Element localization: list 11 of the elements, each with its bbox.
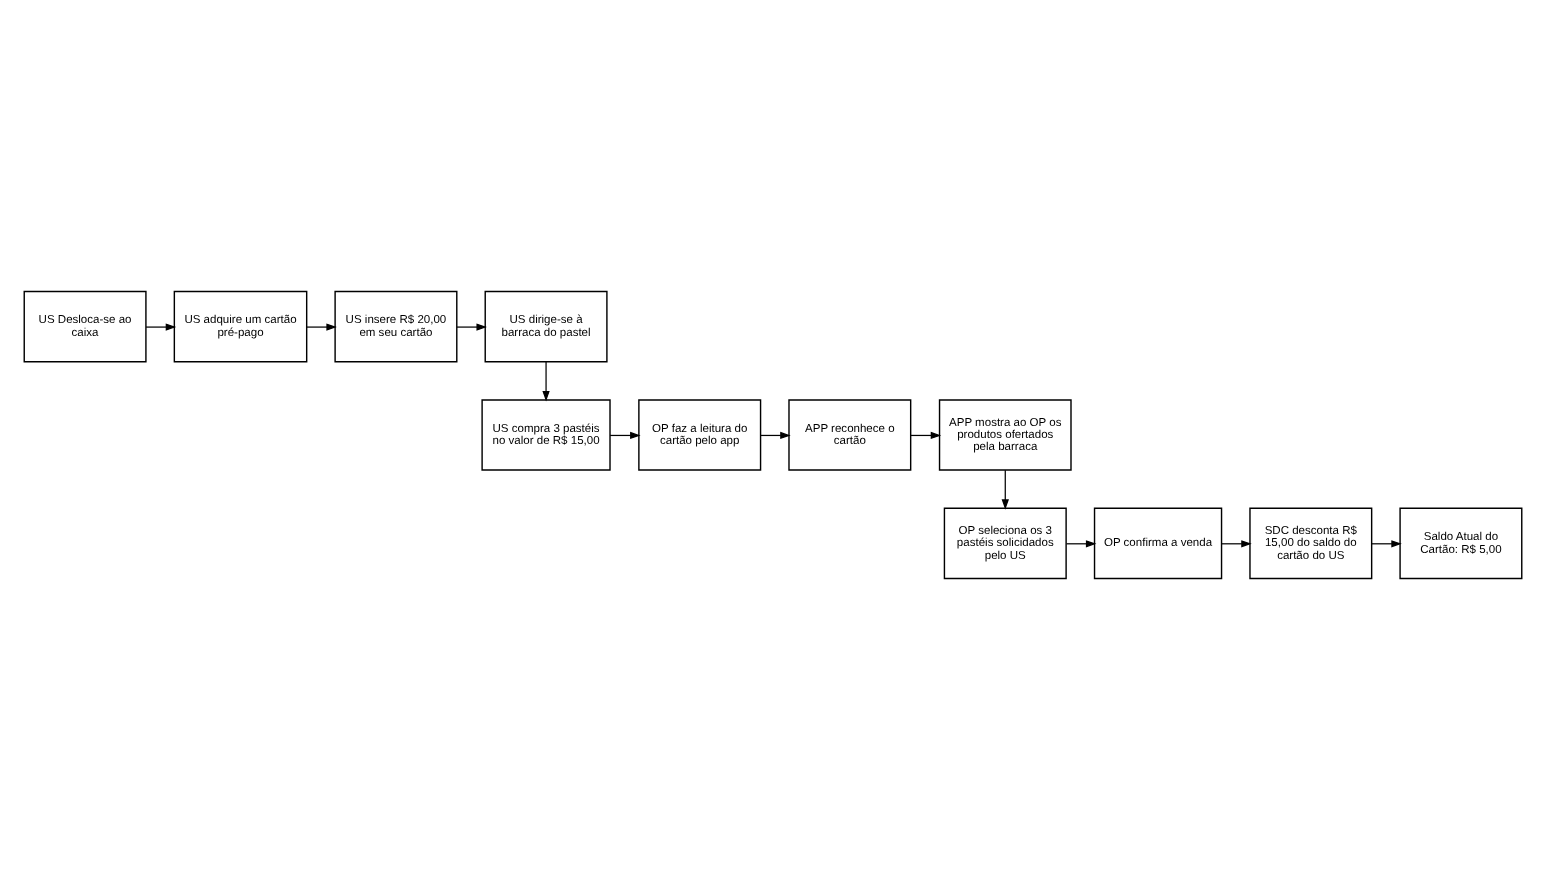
arrow (1371, 540, 1402, 548)
arrow (542, 361, 550, 402)
arrow (1065, 540, 1097, 548)
arrow (609, 431, 641, 440)
arrow (145, 323, 177, 331)
arrow (760, 431, 791, 440)
arrow (910, 431, 942, 440)
arrow (456, 323, 487, 331)
arrow (1221, 540, 1252, 548)
arrow (306, 323, 337, 331)
arrow (1001, 469, 1009, 510)
